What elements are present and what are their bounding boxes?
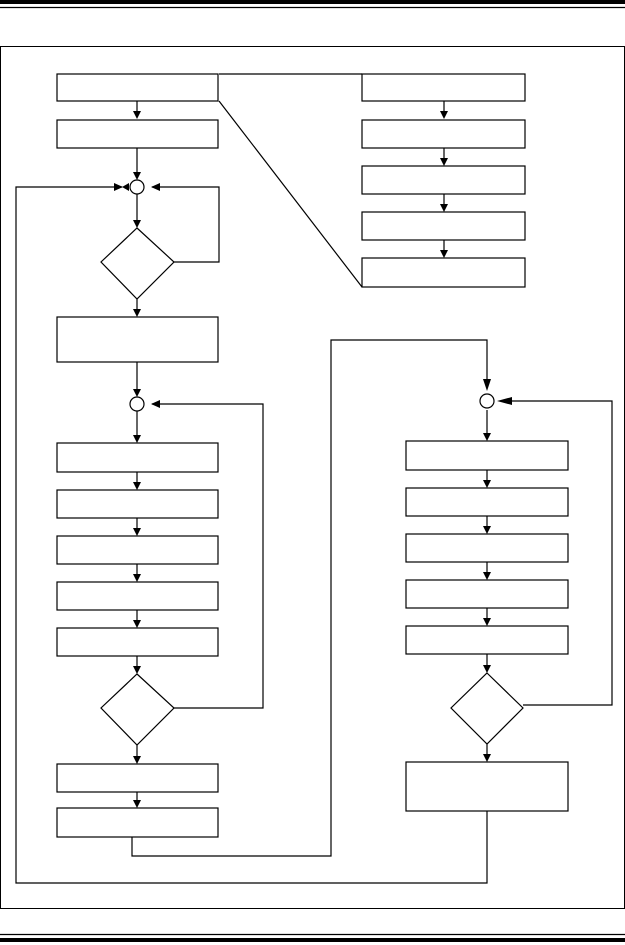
junction-circle xyxy=(129,396,145,412)
process-box xyxy=(56,581,219,611)
left-column xyxy=(56,73,219,838)
process-box xyxy=(56,489,219,519)
arrowhead xyxy=(133,756,141,764)
process-box xyxy=(56,442,219,473)
process-box xyxy=(405,761,569,812)
arrowhead xyxy=(151,400,160,408)
arrowhead xyxy=(440,204,448,212)
arrowhead xyxy=(483,433,491,441)
arrowhead xyxy=(133,111,141,119)
arrowhead xyxy=(483,379,491,391)
arrowhead xyxy=(440,111,448,119)
arrowhead xyxy=(133,800,141,808)
arrowhead xyxy=(133,528,141,536)
process-box xyxy=(361,119,526,149)
arrowhead xyxy=(133,666,141,674)
arrowhead xyxy=(151,183,160,191)
process-box xyxy=(56,119,219,149)
arrowhead xyxy=(133,309,141,317)
process-box xyxy=(361,211,526,241)
process-box xyxy=(56,763,219,793)
process-box xyxy=(56,316,219,363)
arrowhead xyxy=(133,389,141,397)
bottom-page-rule xyxy=(0,933,625,942)
arrowheads xyxy=(114,111,512,808)
arrowhead xyxy=(122,183,129,191)
process-box xyxy=(361,257,526,288)
process-box xyxy=(56,627,219,657)
junction-circle xyxy=(479,393,495,409)
process-box xyxy=(405,487,569,517)
arrowhead xyxy=(114,183,123,191)
process-box xyxy=(56,73,219,102)
process-box xyxy=(405,579,569,609)
decision-diamond xyxy=(100,673,175,746)
process-box xyxy=(405,440,569,471)
arrowhead xyxy=(483,754,491,762)
arrowhead xyxy=(133,220,141,228)
arrowhead xyxy=(483,665,491,673)
right-bottom-column xyxy=(405,393,569,812)
process-box xyxy=(56,807,219,838)
decision-diamond xyxy=(450,672,524,745)
decision-diamond xyxy=(100,227,175,300)
arrowhead xyxy=(133,482,141,490)
process-box xyxy=(405,625,569,655)
arrowhead xyxy=(133,172,141,180)
process-box xyxy=(361,165,526,195)
connector-lines xyxy=(15,73,613,884)
right-top-column xyxy=(361,73,526,288)
junction-circle xyxy=(129,179,145,195)
arrowhead xyxy=(483,526,491,534)
process-box xyxy=(405,533,569,563)
process-box xyxy=(56,535,219,565)
arrowhead xyxy=(440,250,448,258)
top-page-rule xyxy=(0,0,625,9)
arrowhead xyxy=(133,620,141,628)
arrowhead xyxy=(133,435,141,443)
arrowhead xyxy=(497,397,512,405)
arrowhead xyxy=(440,158,448,166)
process-box xyxy=(361,73,526,102)
arrowhead xyxy=(483,480,491,488)
arrowhead xyxy=(483,618,491,626)
arrowhead xyxy=(483,572,491,580)
arrowhead xyxy=(133,574,141,582)
